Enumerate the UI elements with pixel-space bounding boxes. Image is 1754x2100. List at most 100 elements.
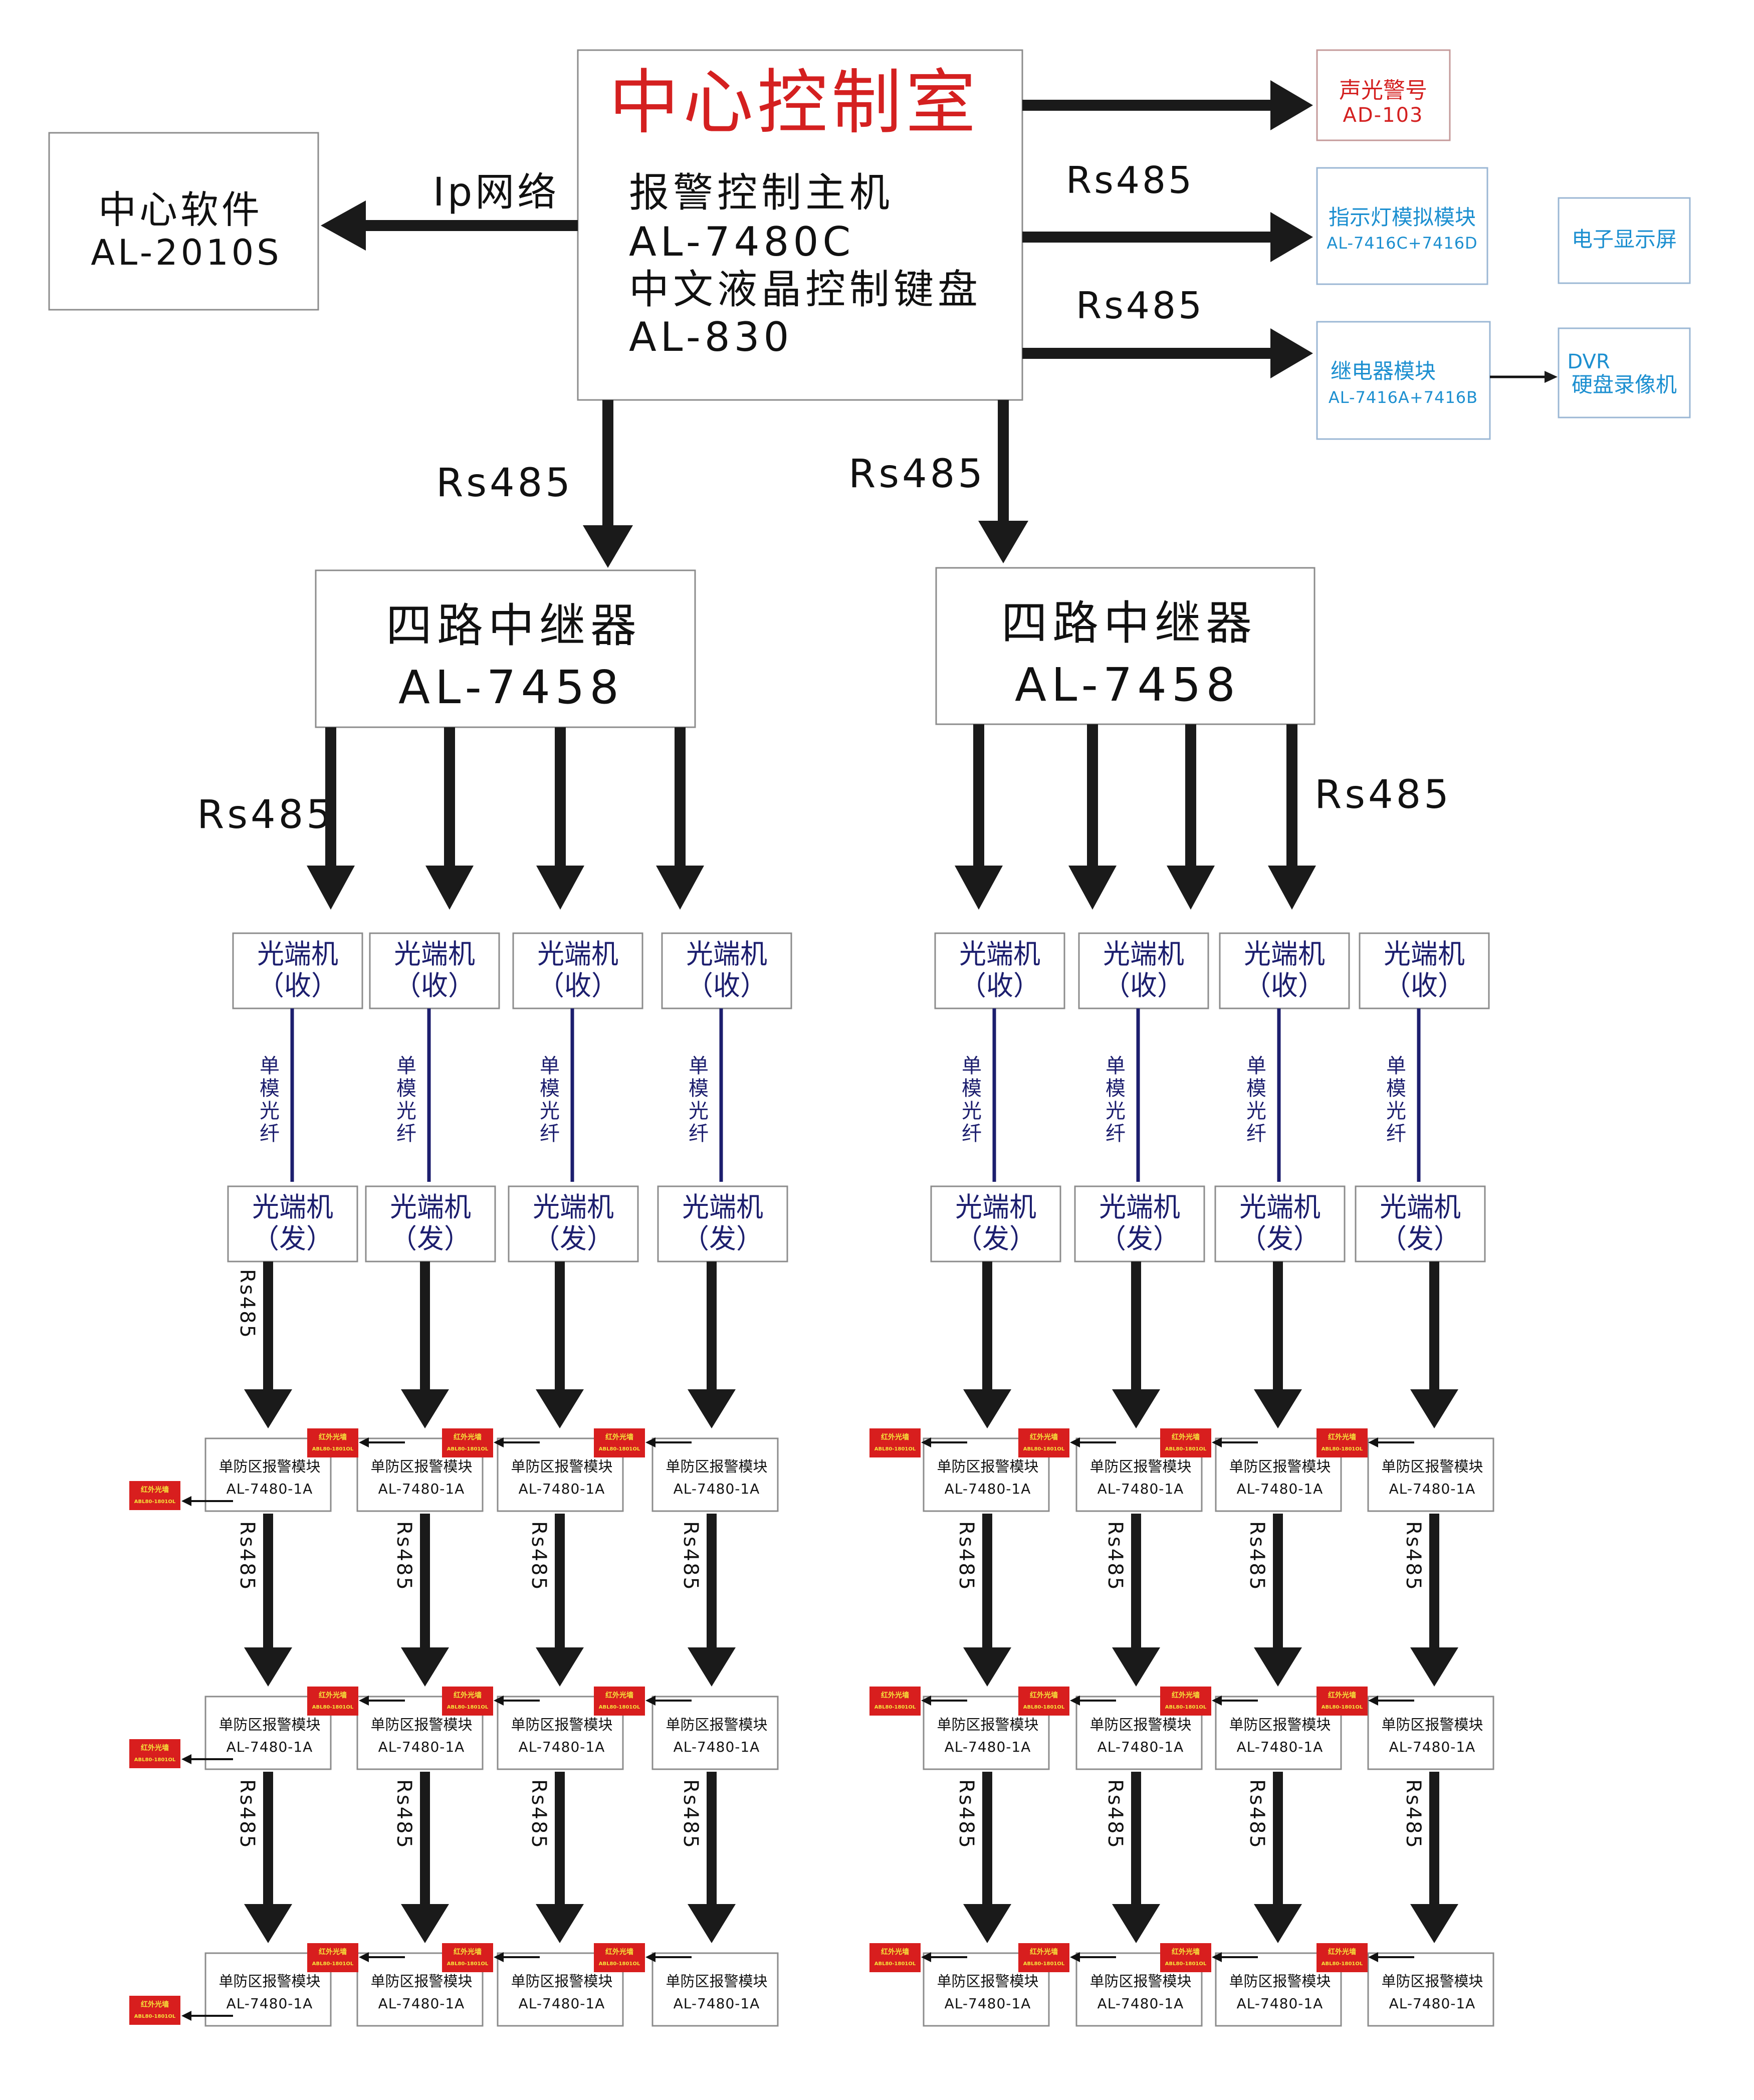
chain-8-rs485-vertical-3: Rs485 [1402,1779,1425,1849]
chain-2-transmitter [365,1185,496,1263]
chain-7-ir-arrowhead-2 [1212,1696,1222,1706]
chain-6-fiber-char-3: 光 [1106,1100,1126,1123]
chain-6-module-1-label: 单防区报警模块 [1089,1458,1191,1475]
chain-1-fiber-char-3: 光 [260,1100,280,1123]
chain-5-ir-fence-1-label: 红外光墙 [881,1433,909,1441]
chain-5-rs485-vertical-2: Rs485 [955,1521,978,1591]
chain-4-module-2-label: 单防区报警模块 [666,1716,767,1733]
chain-4-repeater-arrow-head [656,866,704,910]
chain-3-ir-fence-3 [442,1943,493,1972]
chain-2-fiber-char-1: 单 [396,1055,416,1078]
chain-2-receiver [369,932,500,1009]
chain-3-transmitter-title: 光端机 [533,1191,614,1223]
chain-2-ir-arrowhead-3 [359,1952,369,1962]
chain-1-receiver [232,932,363,1009]
chain-3-receiver-title: 光端机 [537,938,618,970]
chain-5-fiber-char-2: 模 [962,1077,982,1100]
control-host-model: AL-7480C [629,219,854,265]
chain-7-ir-fence-2-model: ABL80-1801OL [1165,1705,1207,1710]
chain-1-rs485-vertical-3: Rs485 [236,1779,259,1849]
chain-8-module-3 [1367,1952,1494,2027]
chain-1-module-2-label: 单防区报警模块 [218,1716,320,1733]
chain-2-ir-arrowhead-2 [359,1696,369,1706]
chain-6-ir-fence-1 [1018,1428,1069,1457]
optical-chains: 光端机（收）单模光纤光端机（发）Rs485单防区报警模块AL-7480-1A红外… [129,724,1494,2027]
chain-8-module-2-label: 单防区报警模块 [1381,1716,1483,1733]
chain-4-ir-fence-3-label: 红外光墙 [605,1948,633,1956]
chain-7-module-1-label: 单防区报警模块 [1229,1458,1331,1475]
chain-5-module-arrow-1-head [963,1389,1011,1428]
chain-4-module-3-label: 单防区报警模块 [666,1973,767,1990]
chain-3-ir-arrowhead-2 [494,1696,504,1706]
keyboard-model: AL-830 [629,314,793,360]
chain-4-module-3 [651,1952,779,2027]
chain-7-module-3-model: AL-7480-1A [1237,1995,1324,2012]
chain-7-ir-fence-2 [1160,1687,1211,1716]
chain-4-module-1 [651,1437,779,1512]
relay-module-model: AL-7416A+7416B [1329,388,1478,407]
chain-2-transmitter-sub: （发） [390,1223,471,1254]
chain-4-module-1-label: 单防区报警模块 [666,1458,767,1475]
chain-6-ir-fence-1-model: ABL80-1801OL [1023,1446,1065,1452]
chain-8-transmitter-sub: （发） [1380,1223,1461,1254]
chain-3-module-2-label: 单防区报警模块 [511,1716,612,1733]
chain-6-ir-arrowhead-1 [1070,1437,1080,1447]
chain-2-receiver-title: 光端机 [394,938,475,970]
chain-6-ir-arrowhead-3 [1070,1952,1080,1962]
chain-8-ir-fence-1-model: ABL80-1801OL [1322,1446,1363,1452]
chain-5-transmitter-title: 光端机 [955,1191,1036,1223]
chain-6-module-arrow-3-head [1112,1904,1160,1943]
dvr-node: DVR 硬盘录像机 [1558,327,1691,418]
chain-6-module-3-label: 单防区报警模块 [1089,1973,1191,1990]
chain-2-transmitter-title: 光端机 [390,1191,471,1223]
chain-5-ir-arrowhead-1 [921,1437,931,1447]
chain-4-ir-arrowhead-1 [645,1437,655,1447]
chain-4-ir-fence-1 [594,1428,645,1457]
chain-1-ir-fence-1-label: 红外光墙 [141,1486,169,1494]
chain-8-ir-fence-2 [1317,1687,1368,1716]
chain-4-receiver-title: 光端机 [686,938,767,970]
chain-5-module-3-label: 单防区报警模块 [937,1973,1038,1990]
chain-6-transmitter [1074,1185,1205,1263]
chain-3-ir-arrowhead-3 [494,1952,504,1962]
chain-7-ir-fence-1-model: ABL80-1801OL [1165,1446,1207,1452]
chain-3-ir-fence-2-model: ABL80-1801OL [447,1705,489,1710]
chain-6-fiber-char-2: 模 [1106,1077,1126,1100]
chain-3-fiber-char-1: 单 [540,1055,560,1078]
chain-2-ir-fence-2-label: 红外光墙 [319,1691,347,1700]
software-node: 中心软件 AL-2010S [48,132,319,311]
chain-2-rs485-vertical-2: Rs485 [392,1521,415,1591]
rs485-right-trunk-label: Rs485 [848,452,986,497]
chain-5-ir-fence-3-label: 红外光墙 [881,1948,909,1956]
chain-8-ir-fence-3-model: ABL80-1801OL [1322,1961,1363,1967]
chain-1-module-arrow-3-head [244,1904,292,1943]
rs485-left-branch-label: Rs485 [197,792,334,837]
chain-6-module-2-label: 单防区报警模块 [1089,1716,1191,1733]
chain-7-ir-fence-3-label: 红外光墙 [1172,1948,1200,1956]
chain-6-receiver-sub: （收） [1103,970,1184,1001]
chain-3-module-1-label: 单防区报警模块 [511,1458,612,1475]
chain-8-repeater-arrow-head [1268,866,1316,910]
chain-6-transmitter-title: 光端机 [1099,1191,1180,1223]
chain-5-transmitter-sub: （发） [955,1223,1036,1254]
chain-8-ir-arrowhead-1 [1368,1437,1378,1447]
chain-3-ir-fence-1 [442,1428,493,1457]
chain-1-transmitter [227,1185,358,1263]
repeater-right-label: 四路中继器 [1001,596,1257,650]
chain-2-ir-fence-3-model: ABL80-1801OL [312,1961,354,1967]
chain-2-module-arrow-2-head [401,1647,449,1687]
chain-8-transmitter-title: 光端机 [1380,1191,1461,1223]
chain-2-module-1-label: 单防区报警模块 [370,1458,472,1475]
chain-7-module-1-model: AL-7480-1A [1237,1481,1324,1497]
chain-1-ir-fence-3-model: ABL80-1801OL [134,2014,176,2019]
chain-3-transmitter-sub: （发） [533,1223,614,1254]
chain-5-ir-fence-1 [869,1428,921,1457]
chain-1-fiber-char-4: 纤 [260,1122,280,1145]
chain-8-receiver-title: 光端机 [1384,938,1465,970]
chain-1-transmitter-title: 光端机 [252,1191,333,1223]
chain-2-module-arrow-1-head [401,1389,449,1428]
chain-8-transmitter [1355,1185,1486,1263]
chain-3-ir-fence-2 [442,1687,493,1716]
chain-1-receiver-title: 光端机 [257,938,338,970]
